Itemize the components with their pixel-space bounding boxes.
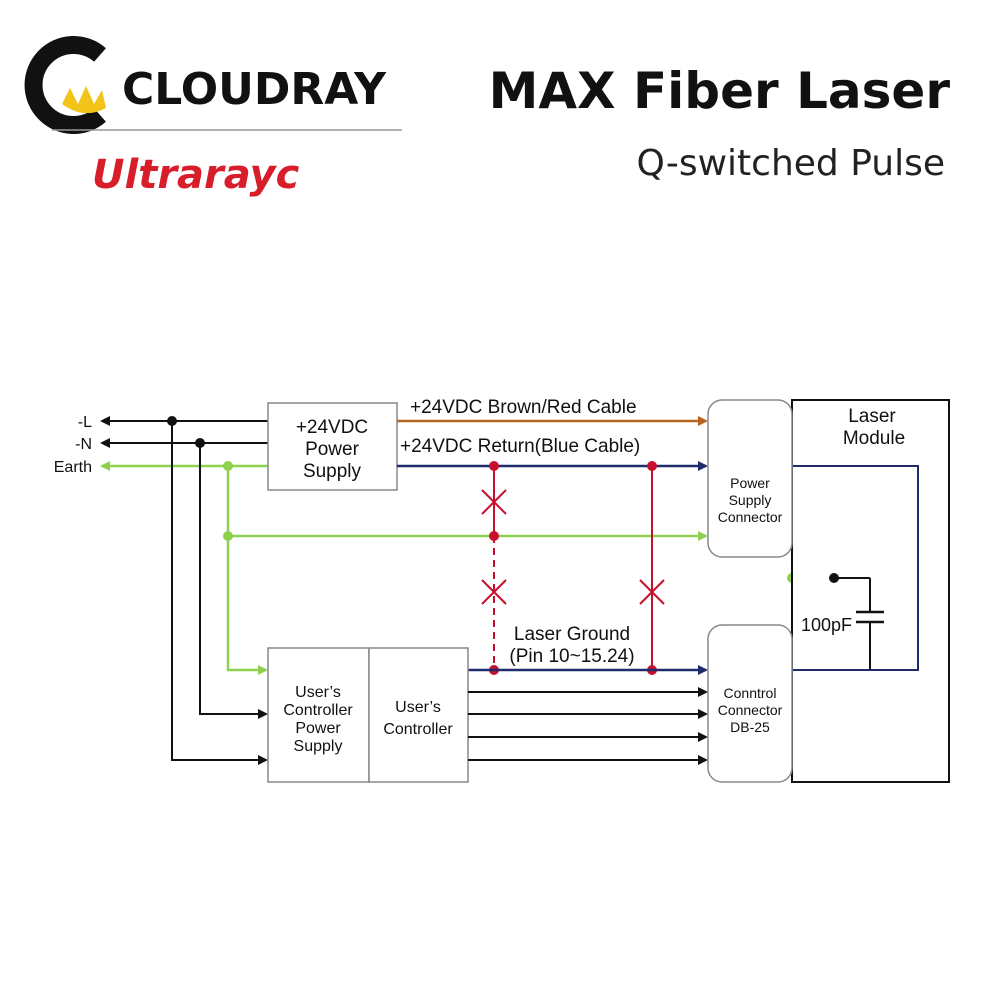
input-n-label: -N [75, 436, 92, 453]
psc-label-2: Supply [729, 492, 772, 508]
prohibited-cross-1-icon [481, 489, 507, 515]
ucps-label-3: Power [295, 720, 341, 737]
capacitor-junction-dot [829, 573, 839, 583]
user-controller-block [368, 647, 469, 783]
page-title: MAX Fiber Laser [489, 62, 951, 120]
uc-label-2: Controller [383, 721, 453, 738]
ac-input-lines [100, 416, 268, 765]
brand-secondary: Ultrarayc [92, 152, 300, 198]
control-connector-db25 [707, 624, 793, 783]
laser-module-block [791, 399, 950, 783]
blue-cable-label: +24VDC Return(Blue Cable) [400, 436, 640, 457]
earth-to-user-psu-wire [226, 466, 268, 675]
user-controller-psu-block [267, 647, 370, 783]
psu-label-1: +24VDC [296, 417, 368, 438]
input-l-label: -L [78, 414, 92, 431]
page-subtitle: Q-switched Pulse [637, 143, 946, 184]
psu-label-3: Supply [303, 461, 362, 482]
capacitor-label: 100pF [801, 615, 852, 635]
earth-junction-dot [223, 461, 233, 471]
ucps-label-1: User’s [295, 684, 341, 701]
input-earth-label: Earth [54, 459, 92, 476]
psc-label-1: Power [730, 475, 770, 491]
cc-label-2: Connector [718, 702, 783, 718]
psc-label-3: Connector [718, 509, 783, 525]
uc-label-1: User’s [395, 699, 441, 716]
capacitor-100pf-icon [834, 577, 884, 670]
ground-dot-1 [489, 461, 499, 471]
psu-24vdc-block [267, 402, 398, 491]
module-internal-return-wire [708, 465, 919, 671]
cc-label-3: DB-25 [730, 719, 770, 735]
brown-red-cable-label: +24VDC Brown/Red Cable [410, 397, 637, 418]
ucps-label-2: Controller [283, 702, 353, 719]
cloudray-mark-icon [24, 36, 106, 134]
ucps-label-4: Supply [294, 738, 343, 755]
prohibited-cross-2-icon [481, 579, 507, 605]
control-signal-lines [468, 687, 708, 765]
laser-module-label-1: Laser [848, 406, 896, 427]
laser-ground-label-2: (Pin 10~15.24) [509, 646, 634, 667]
laser-module-label-2: Module [843, 428, 905, 449]
prohibited-cross-3-icon [639, 579, 665, 605]
brand-primary: CLOUDRAY [122, 64, 387, 115]
n-junction-dot [195, 438, 205, 448]
ground-dot-2 [647, 461, 657, 471]
psu-label-2: Power [305, 439, 360, 460]
cc-label-1: Conntrol [724, 685, 777, 701]
l-junction-dot [167, 416, 177, 426]
power-supply-connector [707, 399, 793, 558]
ground-dot-3 [489, 531, 499, 541]
cloudray-logo: CLOUDRAY [24, 36, 387, 134]
ultrarayc-logo: Ultrarayc [92, 152, 300, 198]
n-to-user-psu-wire [199, 443, 268, 719]
l-to-user-psu-wire [171, 421, 268, 765]
laser-ground-label-1: Laser Ground [514, 624, 630, 645]
